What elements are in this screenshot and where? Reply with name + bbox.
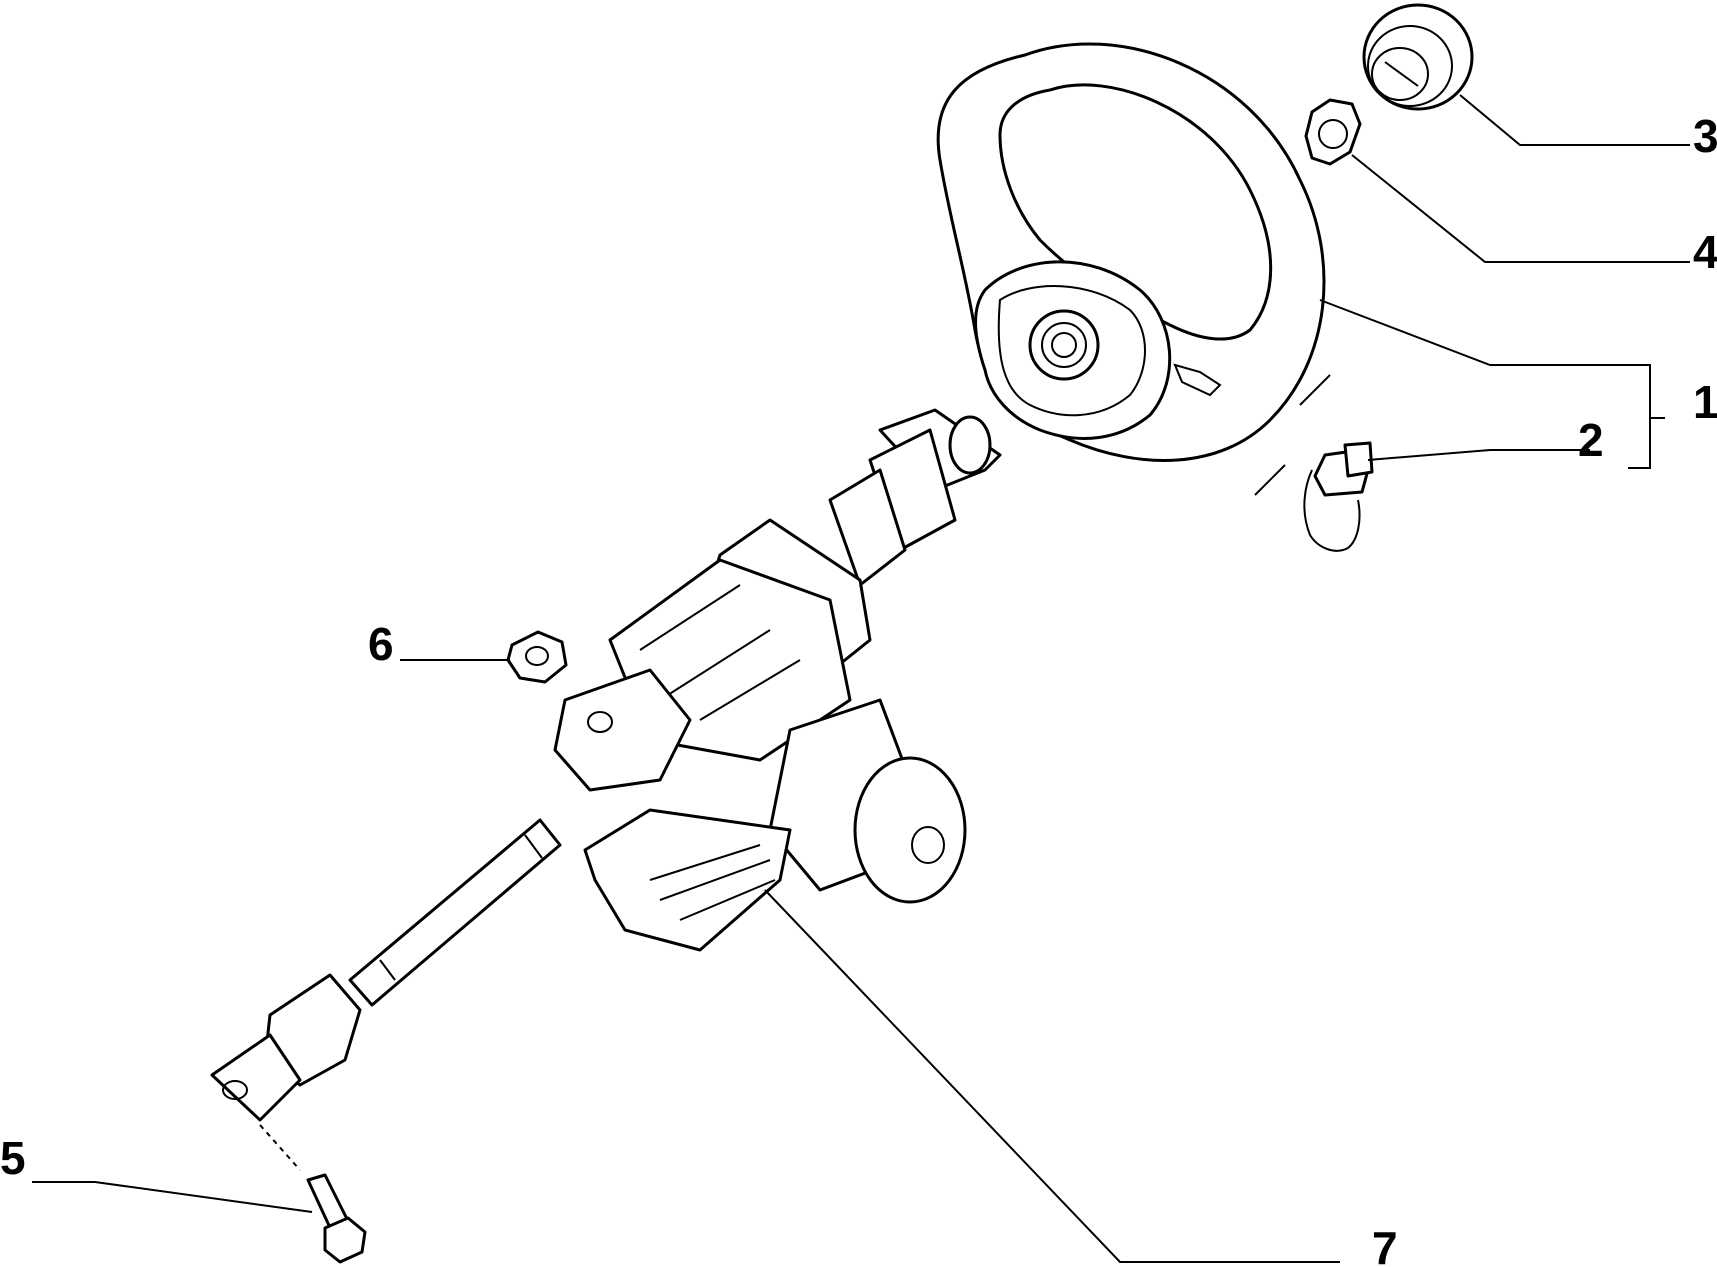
wheel-ref-mark-upper bbox=[1299, 374, 1331, 406]
callout-4: 4 bbox=[1693, 226, 1717, 278]
callout-7: 7 bbox=[1372, 1222, 1398, 1267]
wheel-ref-mark-lower bbox=[1254, 464, 1286, 496]
callout-3: 3 bbox=[1693, 110, 1717, 162]
callout-6: 6 bbox=[368, 618, 394, 670]
leader-line-4 bbox=[1351, 154, 1690, 263]
part-6-nut bbox=[506, 630, 568, 684]
bracket-1-2 bbox=[1628, 364, 1651, 469]
leader-line-2 bbox=[1367, 449, 1590, 461]
callout-1: 1 bbox=[1693, 376, 1717, 428]
leader-line-1 bbox=[1319, 299, 1640, 366]
part-5-bolt bbox=[259, 1124, 367, 1264]
part-3-horn-cap bbox=[1362, 3, 1474, 111]
leader-line-3 bbox=[1459, 94, 1690, 146]
callout-2: 2 bbox=[1578, 414, 1604, 466]
leader-line-5 bbox=[32, 1181, 313, 1213]
leader-line-7 bbox=[764, 889, 1340, 1263]
callout-5: 5 bbox=[0, 1132, 26, 1184]
part-1-steering-wheel bbox=[936, 42, 1326, 462]
part-2-bolt bbox=[1303, 441, 1374, 552]
part-7-steering-column bbox=[210, 408, 1002, 1122]
part-4-nut bbox=[1304, 98, 1362, 166]
